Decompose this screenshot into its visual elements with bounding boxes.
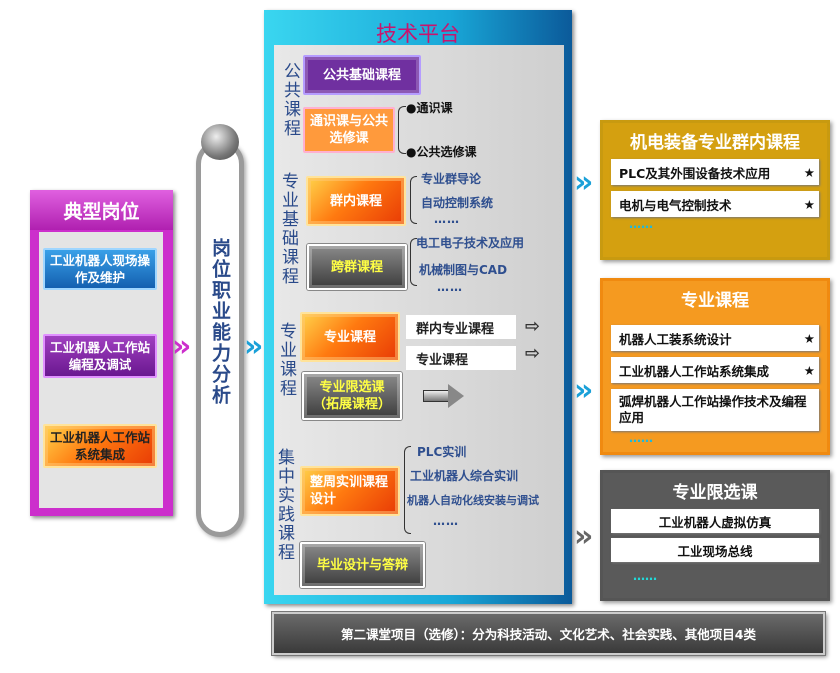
major-item: 专业课程 [406, 346, 516, 370]
elective-courses-title: 专业限选课 [672, 482, 758, 503]
star-icon: ★ [803, 362, 815, 378]
chevron-right-icon: » [574, 165, 594, 200]
pill-knob-icon [201, 124, 239, 160]
practice-item: 工业机器人综合实训 [410, 469, 519, 483]
group-course-item: PLC及其外围设备技术应用 ★ [611, 159, 819, 185]
public-basic-courses: 公共基础课程 [303, 55, 421, 95]
major-courses-title: 专业课程 [681, 290, 749, 311]
group-inner-courses: 群内课程 [306, 176, 406, 226]
position-item: 工业机器人工作站系统集成 [43, 424, 157, 468]
major-courses: 专业课程 [300, 312, 400, 362]
typical-positions-title: 典型岗位 [30, 190, 173, 230]
general-item: ●通识课 [406, 101, 453, 115]
group-courses-title: 机电装备专业群内课程 [630, 132, 800, 153]
position-item: 工业机器人工作站编程及调试 [43, 334, 157, 378]
arrow-right-icon: ⇨ [525, 316, 541, 337]
course-name: 电机与电气控制技术 [619, 197, 732, 213]
major-course-item: 弧焊机器人工作站操作技术及编程应用 [611, 389, 819, 431]
group-courses-card: 机电装备专业群内课程 PLC及其外围设备技术应用 ★ 电机与电气控制技术 ★ …… [600, 120, 830, 260]
brace [410, 238, 417, 286]
course-name: 工业现场总线 [677, 543, 753, 559]
major-course-item: 工业机器人工作站系统集成 ★ [611, 357, 819, 383]
course-name: 工业机器人工作站系统集成 [619, 363, 770, 379]
practice-item: …… [433, 514, 459, 528]
position-item: 工业机器人现场操作及维护 [43, 248, 157, 290]
major-item: 群内专业课程 [406, 315, 516, 339]
foundation-courses-label: 专业基础课程 [278, 172, 298, 286]
chevron-right-icon: » [244, 329, 264, 364]
tech-platform-title: 技术平台 [376, 22, 460, 46]
more-dots: …… [629, 217, 653, 231]
second-classroom-banner: 第二课堂项目（选修）：分为科技活动、文化艺术、社会实践、其他项目4类 [272, 612, 825, 655]
elective-courses-card: 专业限选课 工业机器人虚拟仿真 工业现场总线 …… [600, 470, 830, 601]
more-dots: …… [629, 431, 653, 445]
arrow-right-icon: ⇨ [525, 343, 541, 364]
general-elective-courses: 通识课与公共选修课 [303, 107, 395, 153]
course-name: 弧焊机器人工作站操作技术及编程应用 [619, 394, 807, 425]
brace [404, 446, 411, 534]
weekly-training-courses: 整周实训课程设计 [300, 466, 400, 516]
elective-course-item: 工业机器人虚拟仿真 [611, 509, 819, 533]
second-classroom-text: 第二课堂项目（选修）：分为科技活动、文化艺术、社会实践、其他项目4类 [341, 627, 756, 642]
course-name: 工业机器人虚拟仿真 [658, 514, 772, 530]
cross-group-courses: 跨群课程 [307, 244, 407, 290]
typical-positions-panel: 典型岗位 工业机器人现场操作及维护 工业机器人工作站编程及调试 工业机器人工作站… [30, 190, 173, 516]
chevron-right-icon: » [574, 519, 594, 554]
ability-analysis-pill [196, 140, 244, 537]
brace [398, 106, 406, 154]
chevron-right-icon: » [172, 329, 192, 364]
major-courses-card: 专业课程 机器人工装系统设计 ★ 工业机器人工作站系统集成 ★ 弧焊机器人工作站操作… [600, 278, 830, 455]
inner-item: …… [434, 212, 460, 226]
group-course-item: 电机与电气控制技术 ★ [611, 191, 819, 217]
course-name: PLC及其外围设备技术应用 [619, 165, 771, 181]
star-icon: ★ [803, 330, 815, 346]
star-icon: ★ [803, 164, 815, 180]
inner-item: 自动控制系统 [421, 196, 494, 210]
practice-courses-label: 集中实践课程 [274, 448, 294, 562]
public-courses-label: 公共课程 [280, 62, 300, 138]
star-icon: ★ [803, 196, 815, 212]
ability-analysis-label: 岗位职业能力分析 [209, 238, 231, 406]
arrow-right-icon [423, 384, 464, 408]
more-dots: …… [633, 569, 657, 583]
inner-item: 专业群导论 [421, 172, 482, 186]
major-courses-label: 专业课程 [276, 322, 296, 398]
graduation-project: 毕业设计与答辩 [300, 542, 425, 588]
cross-item: …… [437, 280, 463, 294]
practice-item: 机器人自动化线安装与调试 [407, 494, 539, 507]
positions-list: 工业机器人现场操作及维护 工业机器人工作站编程及调试 工业机器人工作站系统集成 [39, 232, 163, 508]
chevron-right-icon: » [574, 373, 594, 408]
course-name: 机器人工装系统设计 [619, 331, 732, 347]
brace [410, 176, 417, 224]
cross-item: 电工电子技术及应用 [416, 236, 525, 250]
major-course-item: 机器人工装系统设计 ★ [611, 325, 819, 351]
practice-item: PLC实训 [417, 445, 467, 459]
cross-item: 机械制图与CAD [419, 263, 508, 277]
elective-course-item: 工业现场总线 [611, 538, 819, 562]
major-elective-courses: 专业限选课（拓展课程） [302, 372, 402, 420]
general-item: ●公共选修课 [406, 145, 477, 159]
